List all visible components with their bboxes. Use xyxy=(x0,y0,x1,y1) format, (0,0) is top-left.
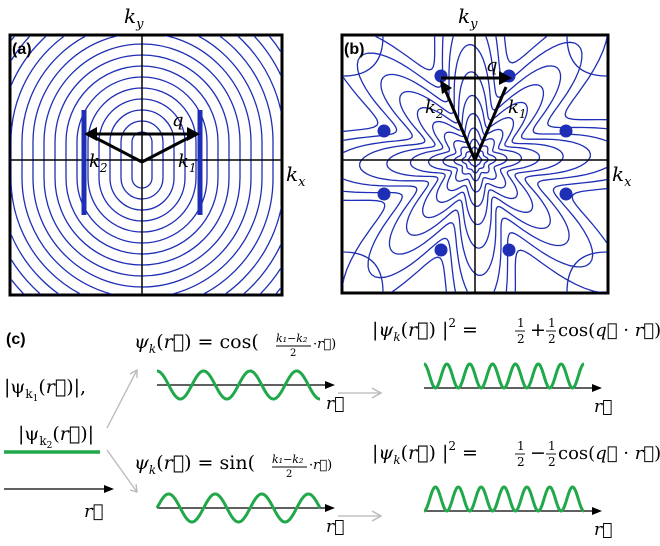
cos-equation-tail: ·r⃗) xyxy=(313,337,336,352)
cos-frac-num: k₁−k₂ xyxy=(276,332,307,345)
panel-b-contour-corner xyxy=(343,251,384,292)
sq-cos-tail: cos(q⃗ · r⃗) xyxy=(558,320,660,341)
left-psi-k2: |ψk2(r⃗)| xyxy=(18,423,94,451)
sin-equation: ψk(r⃗) = sin( xyxy=(134,452,255,477)
cos-frac-den: 2 xyxy=(290,348,296,359)
sq-cos-plus: + xyxy=(530,319,546,341)
panel-a-q-label: q xyxy=(172,110,184,131)
panel-a-ky-label: ky xyxy=(124,4,144,32)
gray-arrow-right-top-head xyxy=(371,387,383,399)
sq-sin-tail: cos(q⃗ · r⃗) xyxy=(558,443,660,464)
panel-a-kx-label: kx xyxy=(286,162,306,190)
wave-axis-arrowhead xyxy=(592,507,602,515)
panel-a-k2-arrowhead xyxy=(84,127,97,141)
wave-axis-arrowhead xyxy=(592,384,602,392)
sin-wave-plot xyxy=(155,492,335,524)
panel-a: (a) ky kx q k2 k1 xyxy=(8,4,306,297)
panel-b-pocket xyxy=(434,69,448,83)
panel-b-contour xyxy=(343,36,607,292)
panel-a-q-arrowhead xyxy=(187,127,200,141)
panel-a-k2-vector xyxy=(91,134,143,164)
density-cos-wave-plot xyxy=(423,362,602,392)
wave-curve xyxy=(423,362,585,390)
sq-cos-half2-den: 2 xyxy=(548,332,556,346)
cos-wave-plot xyxy=(157,369,335,401)
panel-b-contour-corner xyxy=(566,36,607,77)
sq-sin-half1-den: 2 xyxy=(517,455,525,469)
sq-cos-r-label: r⃗ xyxy=(594,397,612,417)
panel-b-k2-arrowhead xyxy=(440,80,452,94)
sq-cos-half1-num: 1 xyxy=(517,316,525,330)
sq-cos-half1-den: 2 xyxy=(517,332,525,346)
sin-frac-den: 2 xyxy=(286,469,292,480)
sq-cos-half2-num: 1 xyxy=(548,316,556,330)
panel-b-ky-label: ky xyxy=(458,4,478,32)
wave-axis-arrowhead xyxy=(325,504,335,512)
sq-sin-half2-num: 1 xyxy=(548,439,556,453)
panel-b-pocket xyxy=(377,124,391,138)
sq-sin-half1-num: 1 xyxy=(517,439,525,453)
panel-b-contour-corner xyxy=(343,36,384,77)
panel-b-label: (b) xyxy=(344,41,364,58)
panel-b-pocket xyxy=(559,124,573,138)
sq-sin-equation: |ψk(r⃗) |2 = xyxy=(372,439,478,467)
density-sin-wave-plot xyxy=(423,485,602,515)
gray-arrow-down-head xyxy=(129,483,138,493)
panel-b-q-label: q xyxy=(486,55,498,76)
panel-b-contour xyxy=(343,36,607,292)
left-r-label: r⃗ xyxy=(84,501,103,522)
sq-sin-half2-den: 2 xyxy=(548,455,556,469)
panel-c-label: (c) xyxy=(6,331,26,348)
wave-curve xyxy=(157,369,320,401)
cos-r-label: r⃗ xyxy=(326,394,344,414)
panel-a-vectors xyxy=(91,132,193,164)
sin-frac-num: k₁−k₂ xyxy=(272,453,303,466)
panel-b-q-arrowhead xyxy=(499,71,512,85)
sin-r-label: r⃗ xyxy=(326,517,344,537)
panel-b-pocket xyxy=(434,243,448,257)
panel-b-k2-vector xyxy=(442,86,477,161)
panel-b-contour-corner xyxy=(566,251,607,292)
panel-b-kx-label: kx xyxy=(612,162,632,190)
panel-b: (b) ky kx q k2 k1 xyxy=(340,4,632,295)
panel-b-pocket xyxy=(377,187,391,201)
sq-sin-minus: − xyxy=(530,442,546,464)
wave-axis-arrowhead xyxy=(325,381,335,389)
sq-sin-r-label: r⃗ xyxy=(594,520,612,540)
gray-arrow-right-bottom-head xyxy=(371,510,383,522)
panel-b-pocket xyxy=(502,243,516,257)
panel-c: (c) |ψk1(r⃗)|, |ψk2(r⃗)| r⃗ ψk(r⃗) = cos… xyxy=(4,316,660,540)
left-psi-k1: |ψk1(r⃗)|, xyxy=(4,376,86,404)
panel-a-label: (a) xyxy=(12,41,32,58)
panel-a-k1-vector xyxy=(141,134,193,164)
wave-curve xyxy=(155,492,322,524)
panel-b-pocket xyxy=(559,187,573,201)
sq-cos-equation: |ψk(r⃗) |2 = xyxy=(372,316,478,344)
panel-b-k1-vector xyxy=(473,86,508,161)
gray-arrow-up xyxy=(106,369,138,429)
left-r-arrowhead xyxy=(104,485,114,493)
cos-equation: ψk(r⃗) = cos( xyxy=(134,331,259,356)
wave-curve xyxy=(423,485,585,513)
panel-b-contour xyxy=(343,36,607,292)
gray-arrow-down xyxy=(106,449,138,493)
panel-b-vectors xyxy=(441,76,508,161)
sin-equation-tail: ·r⃗) xyxy=(309,458,332,473)
gray-arrow-up-head xyxy=(129,368,138,378)
